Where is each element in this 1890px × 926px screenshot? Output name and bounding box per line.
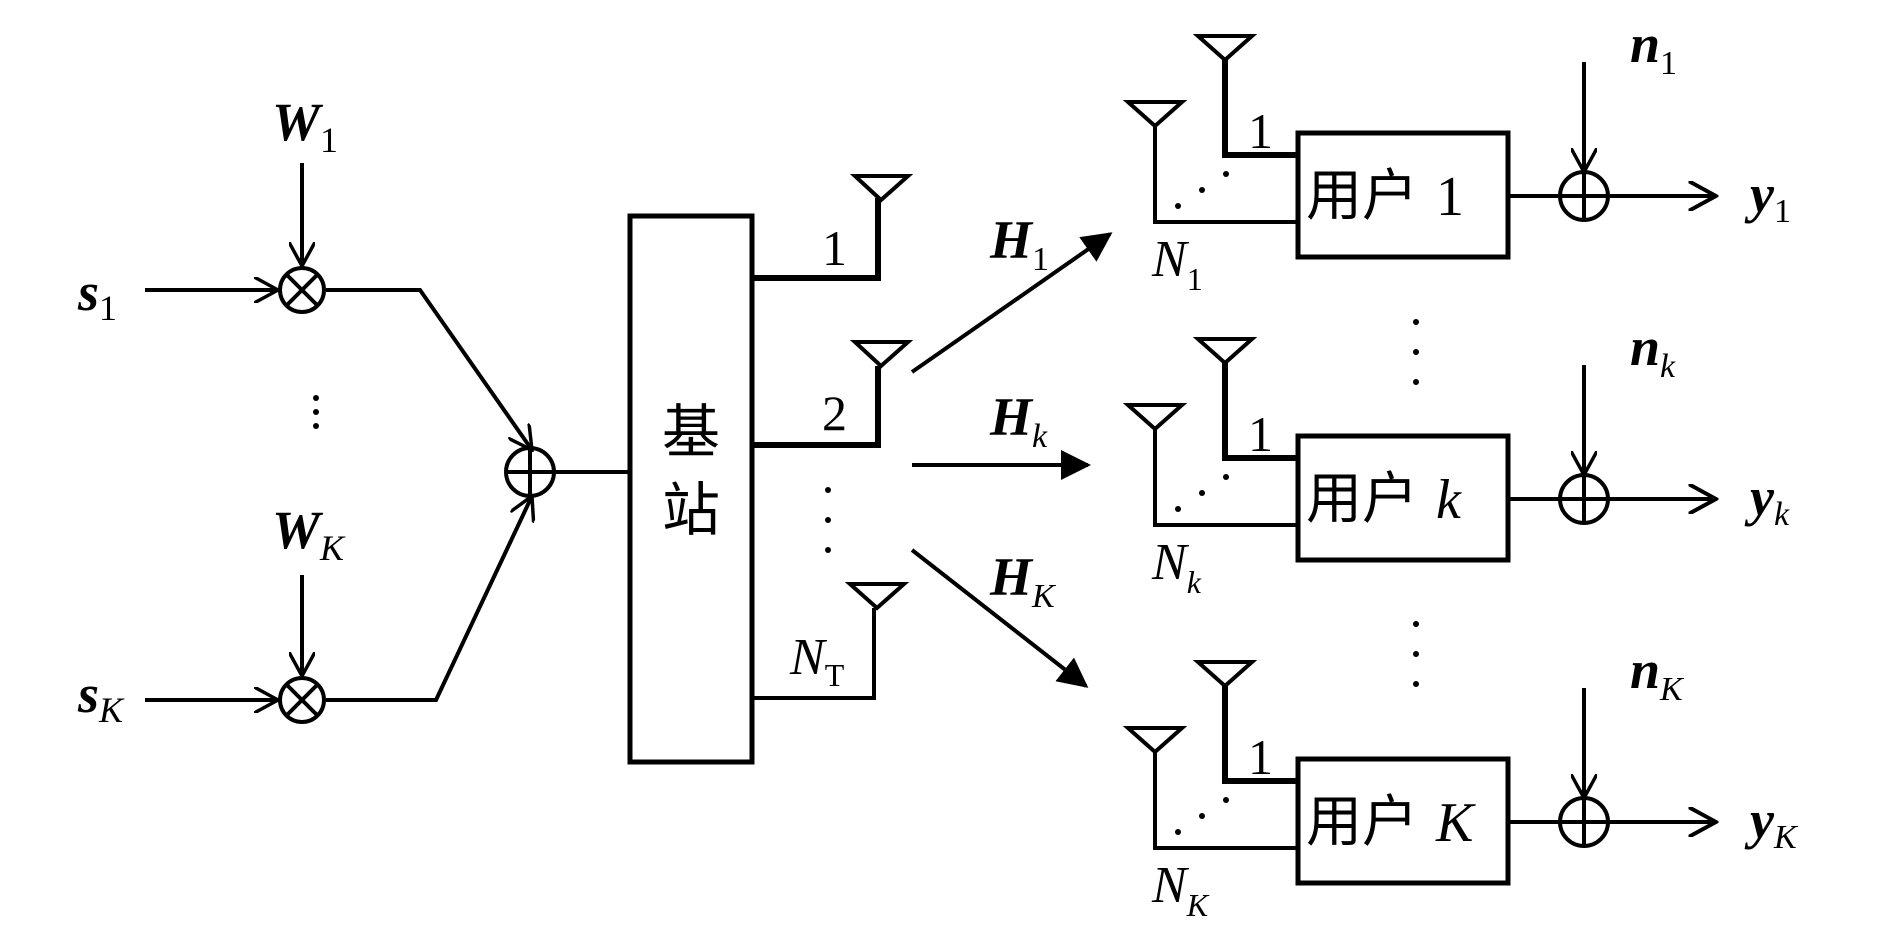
bs-antenna-ellipsis [825, 487, 831, 553]
base-station-label-2: 站 [662, 478, 720, 543]
user-antenna-1-icon [1192, 337, 1258, 366]
weight-wK-label: WK [272, 500, 346, 568]
user-output-label: y1 [1744, 164, 1791, 230]
bs-antenna-2-feed [752, 366, 881, 448]
user-antenna-1-feed [1222, 363, 1298, 461]
channel-hK-arrow [910, 548, 1089, 688]
input-sK-label: sK [77, 664, 125, 730]
bs-antenna-N-icon [844, 582, 910, 611]
user-antenna-ellipsis [1199, 813, 1205, 819]
user-output-label: yk [1744, 467, 1790, 533]
user-antenna-1-number: 1 [1248, 406, 1273, 462]
bs-antenna-N-feed [752, 608, 876, 700]
user-antenna-ellipsis [1175, 829, 1181, 835]
mult1-to-adder [326, 288, 532, 450]
user-antenna-ellipsis [1199, 490, 1205, 496]
users-ellipsis-2 [1413, 621, 1419, 687]
user-output-label: yK [1744, 790, 1799, 856]
channel-h1-arrow [910, 232, 1113, 374]
user-antenna-N-feed [1153, 126, 1298, 224]
channel-hK-label: HK [989, 547, 1057, 615]
user-antenna-1-number: 1 [1248, 103, 1273, 159]
user-antenna-1-feed [1222, 686, 1298, 784]
bs-antenna-N-label: NT [789, 629, 845, 693]
bs-antenna-2-icon [849, 340, 914, 369]
bs-antenna-1-number: 1 [822, 220, 847, 276]
user-antenna-ellipsis [1223, 797, 1229, 803]
bs-antenna-2-number: 2 [822, 385, 847, 441]
user-antenna-1-number: 1 [1248, 729, 1273, 785]
multK-to-adder [326, 496, 532, 702]
base-station-label-1: 基 [662, 400, 720, 465]
user-antenna-N-label: N1 [1151, 231, 1203, 297]
weight-w1-label: W1 [272, 92, 338, 160]
user-noise-label: nK [1630, 640, 1685, 708]
bs-antenna-1-feed [752, 198, 881, 281]
user-antenna-ellipsis [1199, 187, 1205, 193]
user-antenna-N-feed [1153, 752, 1298, 850]
user-noise-label: nk [1630, 317, 1676, 385]
channel-h1-label: H1 [989, 210, 1049, 278]
input-s1-label: s1 [77, 262, 117, 328]
user-antenna-1-icon [1192, 660, 1258, 689]
channel-hk-label: Hk [989, 387, 1048, 455]
user-antenna-N-feed [1153, 429, 1298, 527]
user-noise-label: n1 [1630, 14, 1677, 82]
user-antenna-N-icon [1122, 726, 1188, 755]
multiplier-K [278, 676, 326, 724]
user-antenna-1-feed [1222, 60, 1298, 158]
user-antenna-N-label: Nk [1151, 534, 1202, 600]
user-antenna-1-icon [1192, 34, 1258, 63]
user-antenna-N-icon [1122, 403, 1188, 432]
user-antenna-ellipsis [1175, 203, 1181, 209]
base-station-block [627, 213, 755, 765]
user-antenna-ellipsis [1223, 474, 1229, 480]
multiplier-1 [278, 266, 326, 314]
sum-adder [504, 446, 556, 498]
user-antenna-ellipsis [1175, 506, 1181, 512]
bs-antenna-1-icon [849, 174, 914, 203]
users-ellipsis-1 [1413, 319, 1419, 385]
user-antenna-ellipsis [1223, 171, 1229, 177]
user-antenna-N-label: NK [1151, 857, 1210, 923]
input-ellipsis [313, 395, 319, 429]
user-antenna-N-icon [1122, 100, 1188, 129]
